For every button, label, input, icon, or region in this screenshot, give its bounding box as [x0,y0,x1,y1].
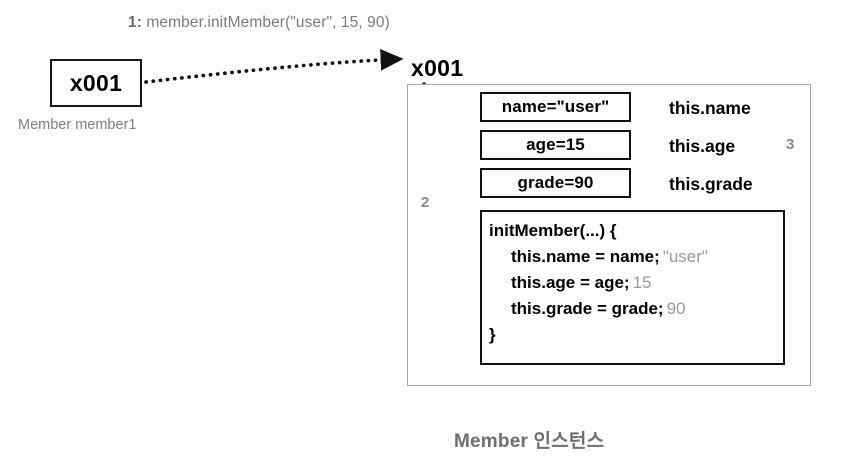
field-age-text: age=15 [526,135,585,154]
arrow-call-to-instance [144,49,404,84]
variable-address-text: x001 [69,69,123,96]
method-body-line-age: this.age = age;15 [489,270,783,296]
field-box-name: name="user" [480,92,631,122]
method-body-code-name: this.name = name; [511,247,660,266]
call-step-label: 1: member.initMember("user", 15, 90) [128,14,390,32]
this-ref-grade: this.grade [669,174,753,194]
call-step-number: 1: [128,14,142,31]
field-grade-text: grade=90 [517,173,594,192]
field-name-text: name="user" [501,97,610,116]
this-ref-name: this.name [669,98,751,118]
this-ref-age: this.age [669,136,736,156]
field-box-age: age=15 [480,130,631,160]
method-body-code-grade: this.grade = grade; [511,299,664,318]
method-signature: initMember(...) { [489,221,617,240]
method-body-value-age: 15 [632,273,652,292]
variable-declaration-caption: Member member1 [18,117,137,133]
instance-address-label: x001 [411,55,464,81]
method-body-line-grade: this.grade = grade;90 [489,296,783,322]
step-marker-three: 3 [786,136,795,153]
method-body-line-name: this.name = name;"user" [489,244,783,270]
method-body-value-name: "user" [662,247,708,266]
instance-caption: Member 인스턴스 [454,431,605,452]
field-box-grade: grade=90 [480,168,631,198]
method-closing-brace: } [489,325,496,344]
call-step-expression: member.initMember("user", 15, 90) [146,14,390,31]
method-body-code-age: this.age = age; [511,273,630,292]
method-body-value-grade: 90 [666,299,686,318]
method-body-box: initMember(...) { this.name = name;"user… [480,210,785,365]
variable-address-box: x001 [50,59,142,107]
step-marker-two: 2 [421,194,430,211]
